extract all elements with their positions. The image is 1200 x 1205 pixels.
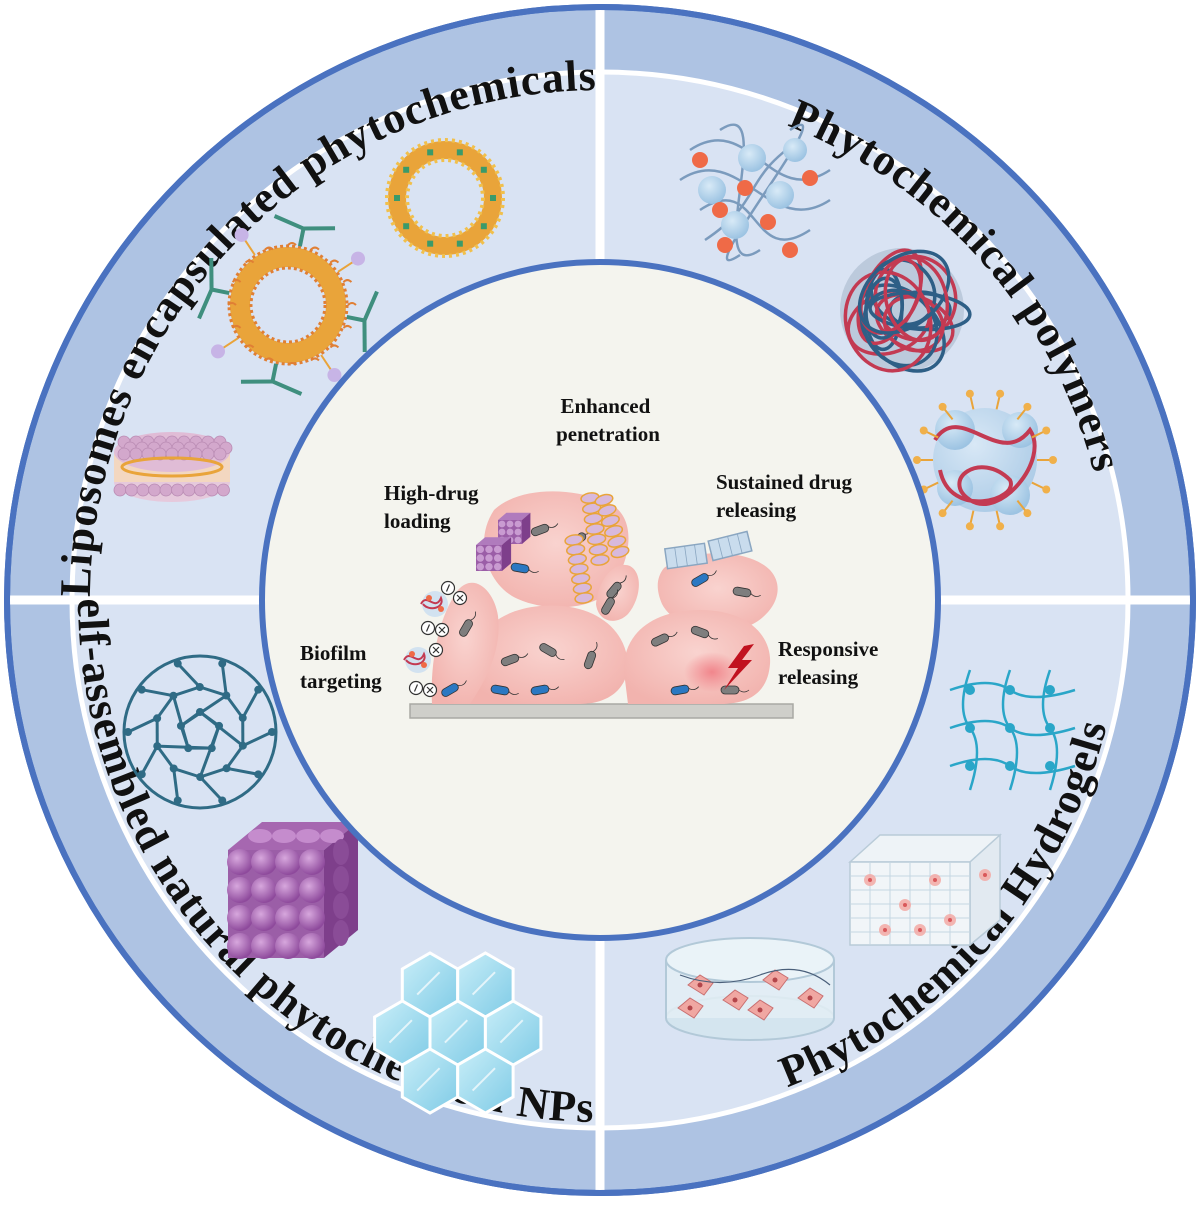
lipid-bilayer-disc-icon xyxy=(114,432,232,502)
substrate-bar xyxy=(410,704,793,718)
cell-hydrogel-disc-icon xyxy=(666,938,834,1040)
nanocube-icon xyxy=(227,822,358,959)
hydrogel-cube-icon xyxy=(850,835,1000,945)
